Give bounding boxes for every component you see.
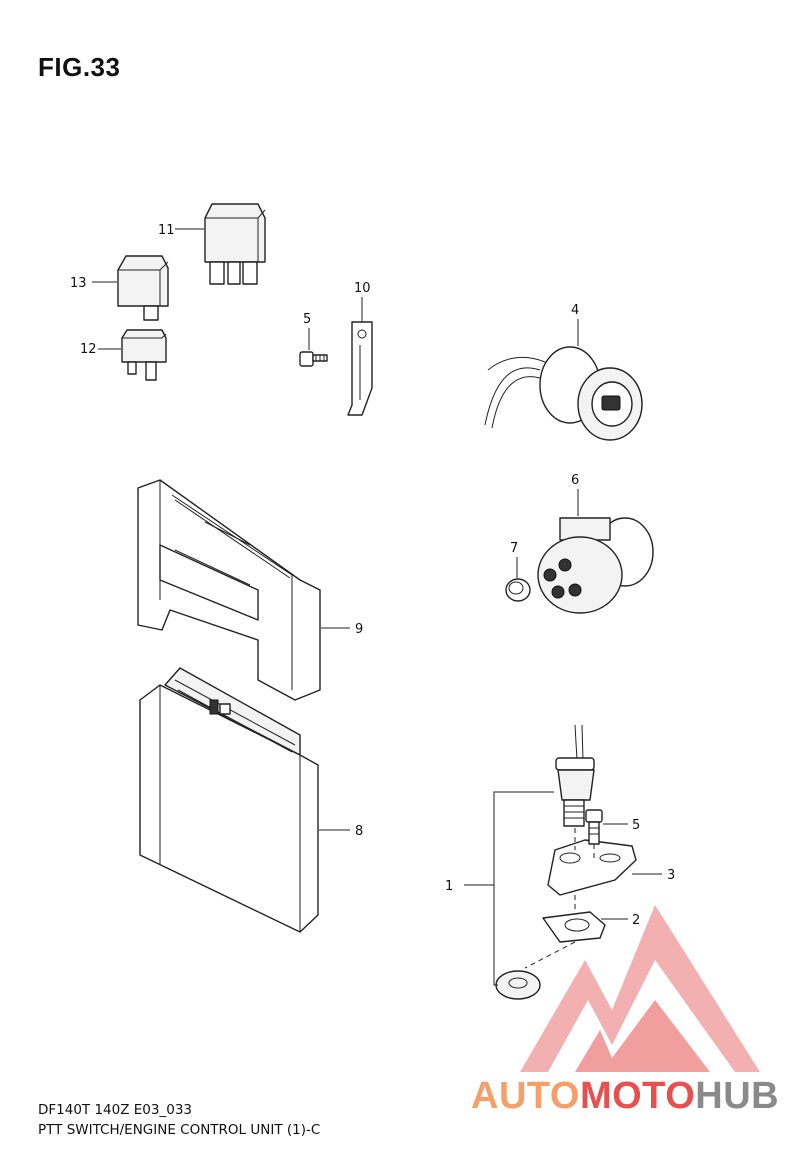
part-8-ecu	[139, 667, 319, 933]
part-10-ground-strap	[347, 321, 373, 416]
callout-12: 12	[80, 342, 97, 357]
figure-description: PTT SWITCH/ENGINE CONTROL UNIT (1)-C	[38, 1122, 321, 1138]
part-12-relay	[121, 329, 167, 381]
figure-footer: DF140T 140Z E03_033 PTT SWITCH/ENGINE CO…	[38, 1100, 320, 1140]
callout-2: 2	[632, 913, 640, 928]
watermark-logo-icon	[520, 905, 760, 1072]
callout-5-upper: 5	[303, 312, 311, 327]
part-7-plug	[505, 578, 531, 602]
callout-1: 1	[445, 879, 453, 894]
watermark-part-auto: AUTO	[471, 1075, 580, 1117]
watermark-part-moto: MOTO	[579, 1075, 696, 1117]
callout-11: 11	[158, 223, 175, 238]
part-5-bolt-lower	[585, 809, 603, 860]
callout-4: 4	[571, 303, 579, 318]
figure-title: FIG.33	[38, 52, 121, 82]
callout-7: 7	[510, 541, 518, 556]
callout-3: 3	[667, 868, 675, 883]
callout-5-lower: 5	[632, 818, 640, 833]
watermark-text: AUTOMOTOHUB	[471, 1075, 779, 1118]
part-5-bolt-upper	[299, 351, 328, 367]
bracket-leader-1	[464, 791, 554, 986]
callout-9: 9	[355, 622, 363, 637]
part-4-connector	[484, 346, 643, 441]
callout-13: 13	[70, 276, 87, 291]
part-13-relay	[117, 255, 169, 321]
callout-8: 8	[355, 824, 363, 839]
part-11-relay	[204, 203, 266, 285]
part-9-bracket	[137, 479, 321, 701]
part-6-connector	[537, 517, 654, 614]
callout-6: 6	[571, 473, 579, 488]
model-code: DF140T 140Z E03_033	[38, 1102, 192, 1118]
callout-10: 10	[354, 281, 371, 296]
watermark-part-hub: HUB	[695, 1075, 780, 1117]
part-1-ptt-switch	[495, 724, 637, 1000]
